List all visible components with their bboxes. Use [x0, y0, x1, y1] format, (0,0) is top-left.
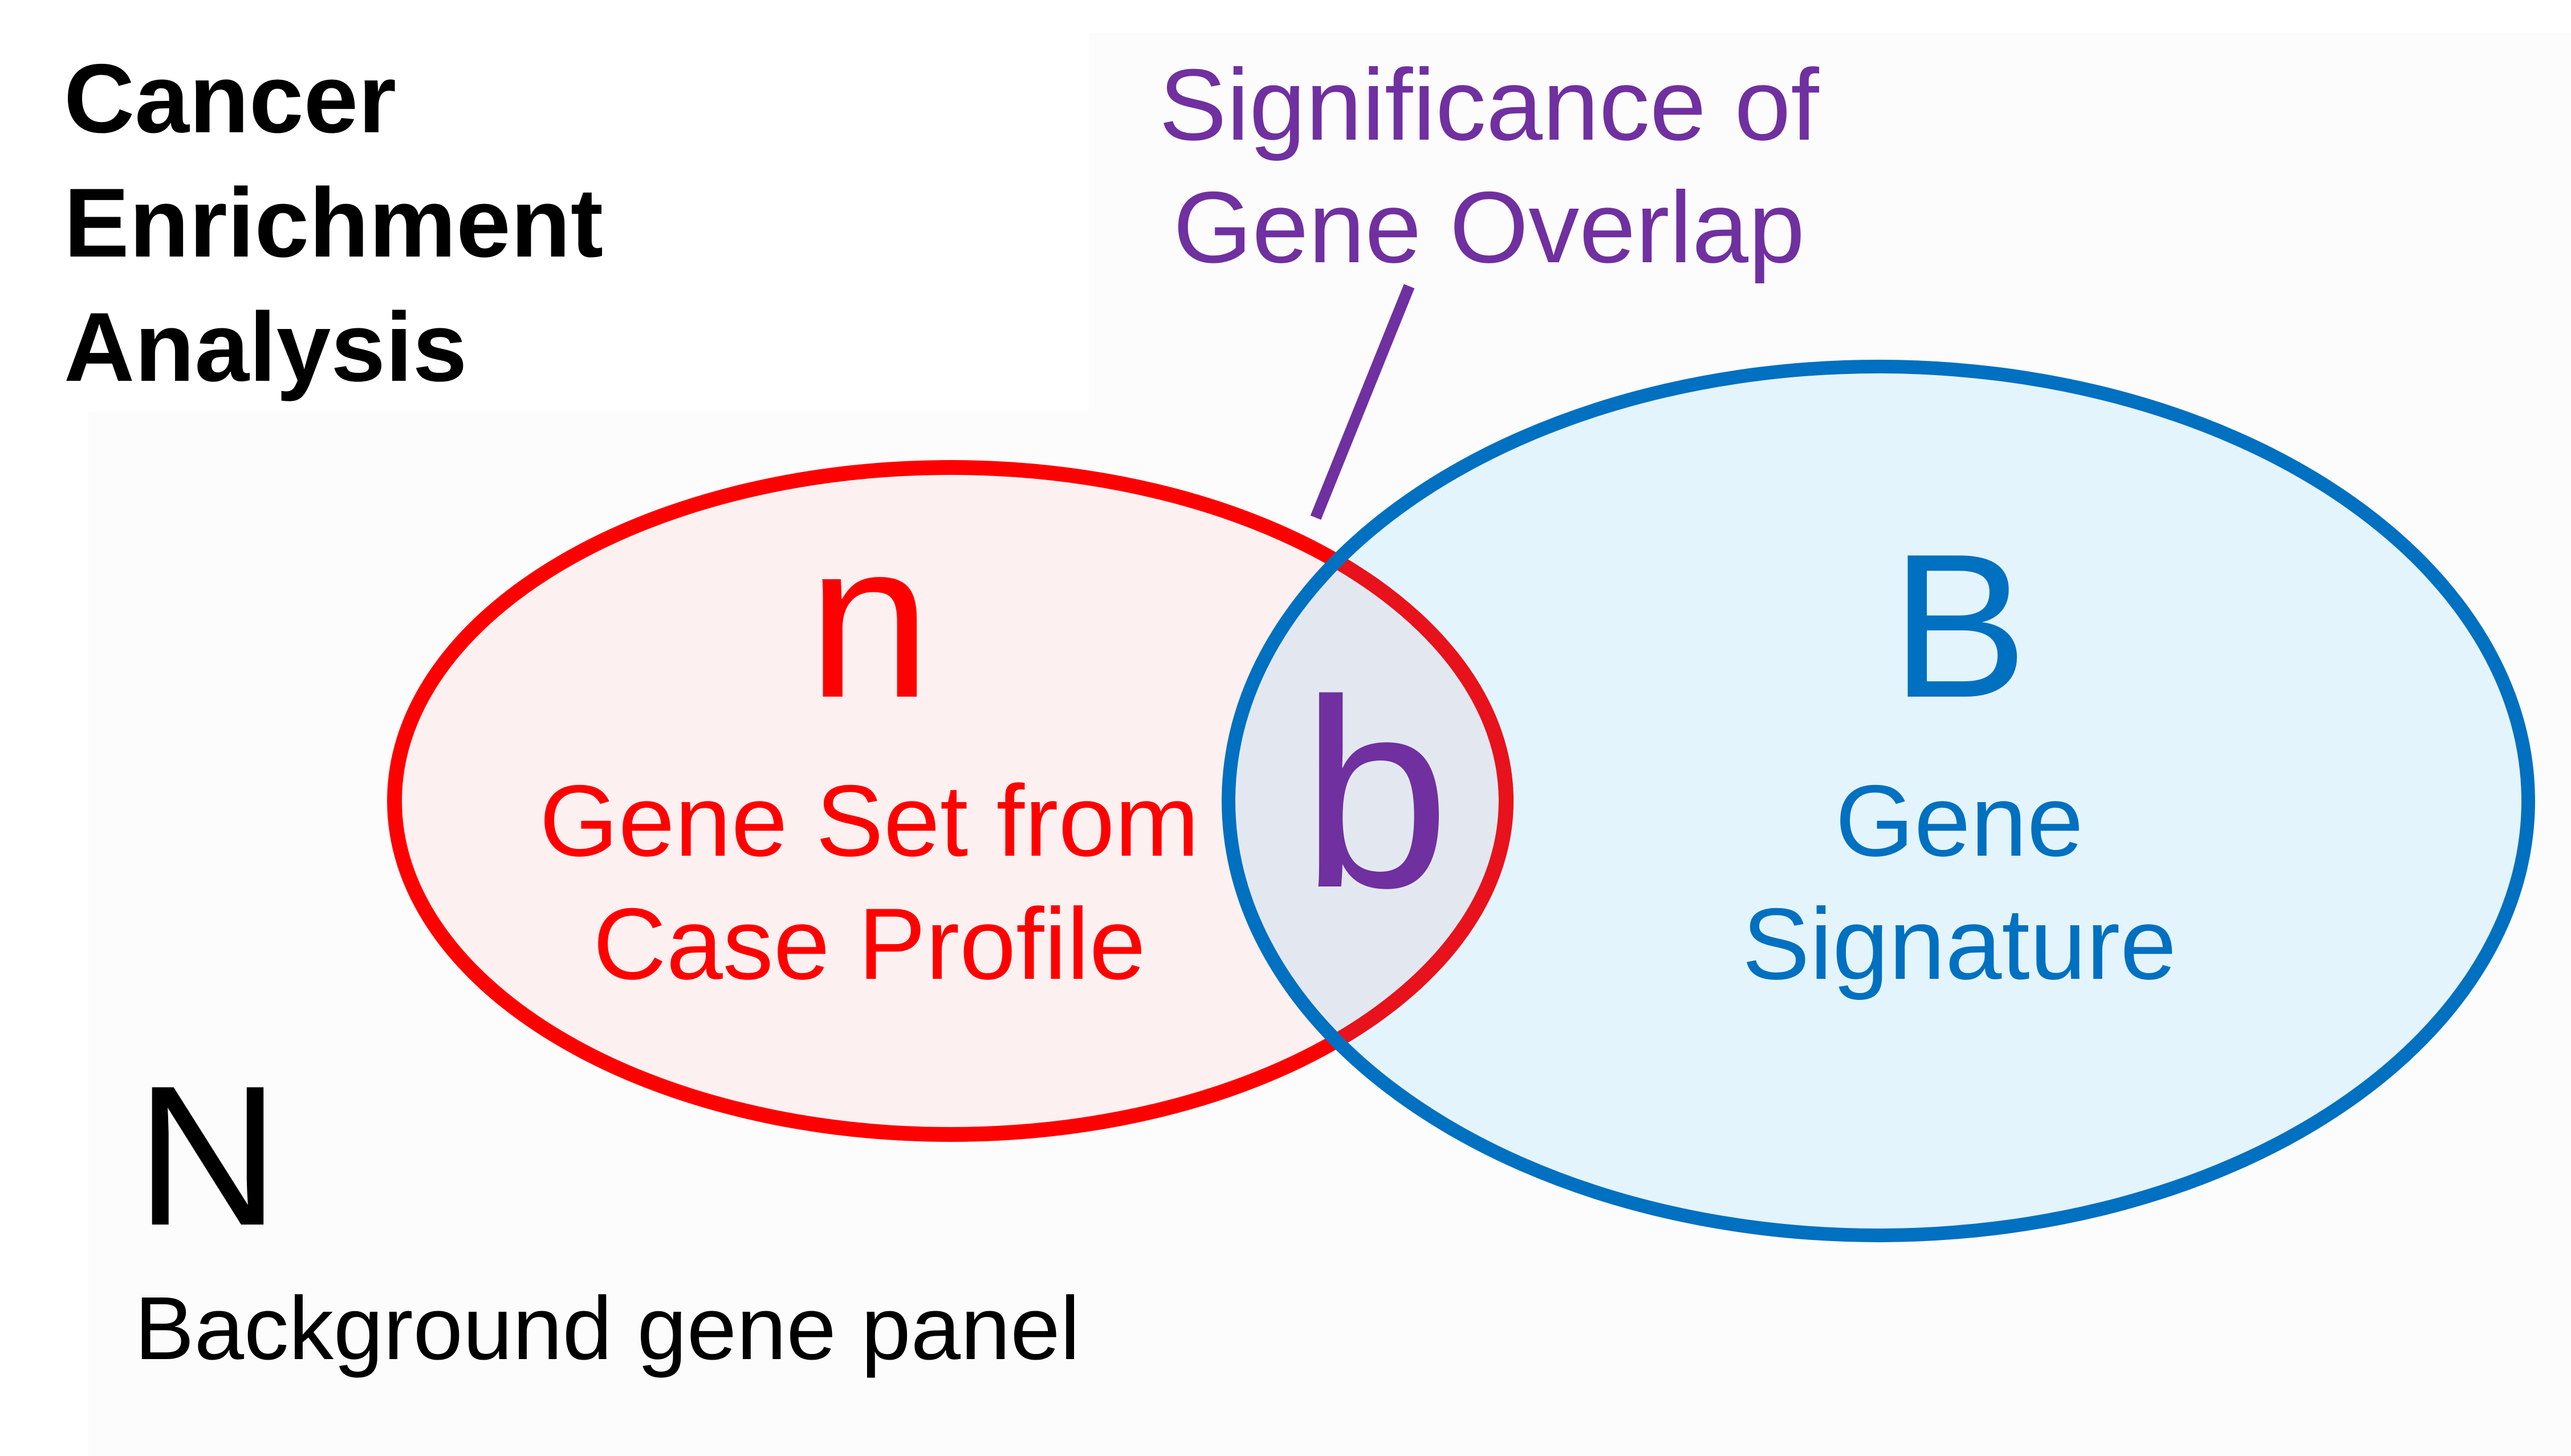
background-label: Background gene panel — [135, 1279, 1080, 1378]
case-set-symbol: n — [808, 495, 931, 744]
case-set-label-line-1: Gene Set from — [539, 764, 1199, 877]
title-line-1: Cancer — [64, 44, 396, 153]
case-set-label-line-2: Case Profile — [593, 887, 1146, 1001]
signature-set-label-line-1: Gene — [1835, 764, 2083, 877]
signature-set-outline — [1222, 360, 2535, 1242]
case-set-outline-overlap — [1235, 460, 1514, 1142]
background-symbol: N — [136, 1044, 280, 1267]
case-set-fill — [394, 467, 1506, 1134]
signature-set-fill — [1228, 367, 2528, 1235]
title-line-2: Enrichment — [64, 168, 603, 278]
signature-set-label-line-2: Signature — [1742, 887, 2177, 1001]
callout-line-2: Gene Overlap — [1173, 170, 1805, 284]
callout-line-1: Significance of — [1159, 48, 1819, 161]
overlap-symbol: b — [1301, 644, 1450, 943]
signature-set-symbol: B — [1891, 511, 2028, 741]
callout-connector-line — [1310, 284, 1415, 520]
title-line-3: Analysis — [64, 292, 467, 402]
